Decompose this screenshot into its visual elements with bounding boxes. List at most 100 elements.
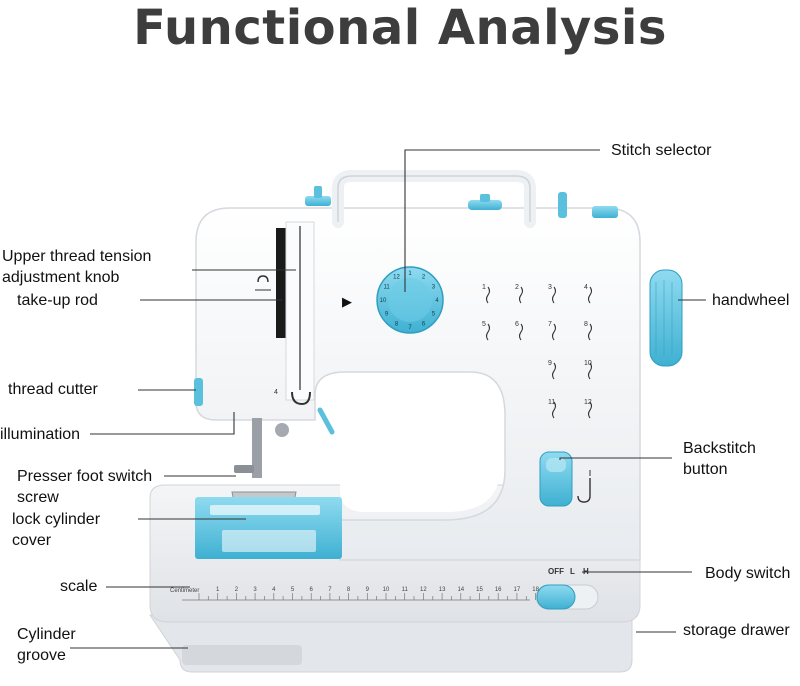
ruler-number: 11 [402,587,409,593]
handwheel [649,269,683,367]
stitch-number: 9 [548,360,552,367]
switch-off-label: OFF [548,567,564,576]
leader-lines [70,149,706,649]
stitch-pattern-icon [518,286,524,304]
ruler-number: 18 [532,587,539,593]
ruler-number: 3 [253,587,257,593]
thread-lever [317,407,335,435]
label-cylinder-groove: Cylinder groove [17,624,76,666]
ruler-number: 12 [420,587,427,593]
ruler-number: 8 [347,587,351,593]
stitch-number: 5 [482,321,486,328]
dial-number: 10 [380,298,387,304]
stitch-pattern-icon [551,286,557,304]
stitch-number: 1 [482,284,486,291]
label-presser-foot: Presser foot switch screw [17,466,152,508]
body-switch [536,584,576,610]
stitch-pattern-icon [551,323,557,341]
label-stitch-selector: Stitch selector [611,142,712,159]
dial-number: 2 [422,275,426,281]
label-thread-cutter: thread cutter [8,381,98,398]
label-handwheel: handwheel [712,292,790,309]
label-scale: scale [60,578,98,595]
leader-backstitch [559,457,672,460]
cylinder-groove [182,645,302,665]
ruler-number: 1 [216,587,220,593]
bobbin-winder [468,200,502,210]
label-body-switch: Body switch [705,565,791,582]
label-presser-foot-line1: Presser foot switch [17,468,153,485]
label-cylinder-groove-line1: Cylinder [17,626,76,643]
label-storage-drawer: storage drawer [683,622,790,639]
label-backstitch-button: Backstitch button [683,438,756,480]
ruler-number: 16 [495,587,502,593]
ruler-number: 9 [366,587,370,593]
label-lock-cylinder: lock cylinder cover [12,509,100,551]
dial-number: 1 [408,271,412,277]
ruler-number: 4 [272,587,276,593]
thread-guide-mark: 4 [274,389,278,396]
label-cylinder-groove-line2: groove [17,647,66,664]
dial-number: 4 [435,298,439,304]
stitch-number: 12 [584,399,592,406]
label-lock-cylinder-line2: cover [12,532,52,549]
label-backstitch-line1: Backstitch [683,440,756,457]
dial-number: 8 [395,321,399,327]
stitch-pattern-icon [587,323,593,341]
stitch-pattern-icon [485,286,491,304]
stitch-number: 10 [584,360,592,367]
ruler-number: 7 [328,587,332,593]
ruler-number: 14 [457,587,464,593]
dial-number: 7 [408,325,412,331]
lock-cylinder-cover [222,530,316,552]
stitch-number: 4 [584,284,588,291]
label-upper-thread-tension-line1: Upper thread tension [2,248,152,265]
stitch-pattern-icon [518,323,524,341]
label-presser-foot-line2: screw [17,489,59,506]
dial-number: 11 [383,285,390,291]
label-lock-cylinder-line1: lock cylinder [12,511,101,528]
stitch-pattern-icon [551,401,557,419]
leader-illumination [90,412,235,435]
ruler-number: 2 [235,587,239,593]
stitch-number: 7 [548,321,552,328]
dial-number: 9 [385,312,389,318]
presser-foot-screw [234,465,254,473]
stitch-pattern-icon [485,323,491,341]
stitch-pattern-icon [587,362,593,380]
label-take-up-rod: take-up rod [17,292,98,309]
label-upper-thread-tension-line2: adjustment knob [2,269,120,286]
label-illumination: illumination [0,426,81,443]
stitch-number: 8 [584,321,588,328]
ruler-caption: Centimeter [170,588,199,594]
thread-cutter [194,378,203,406]
label-upper-thread-tension: Upper thread tension adjustment knob [2,246,151,288]
ruler-number: 10 [383,587,390,593]
page-title: Functional Analysis [133,0,667,56]
stitch-number: 6 [515,321,519,328]
ruler-number: 6 [310,587,314,593]
stitch-pattern-icon [551,362,557,380]
dial-number: 5 [432,312,436,318]
spool-holder-left [305,196,331,206]
label-backstitch-line2: button [683,461,728,478]
stitch-number: 11 [548,399,555,406]
switch-low-label: L [570,567,575,576]
spool-pin [558,192,567,218]
stitch-number: 3 [548,284,552,291]
dial-number: 3 [432,285,436,291]
spool-holder-right [592,206,618,218]
stitch-pattern-icon [587,401,593,419]
ruler-number: 5 [291,587,295,593]
ruler-number: 15 [476,587,483,593]
dial-number: 12 [393,275,400,281]
ruler-number: 13 [439,587,446,593]
ruler-number: 17 [514,587,521,593]
leader-stitch-selector [404,149,600,292]
dial-pointer: ▶ [342,294,352,309]
stitch-pattern-icon [587,286,593,304]
stitch-number: 2 [515,284,519,291]
dial-number: 6 [422,321,426,327]
